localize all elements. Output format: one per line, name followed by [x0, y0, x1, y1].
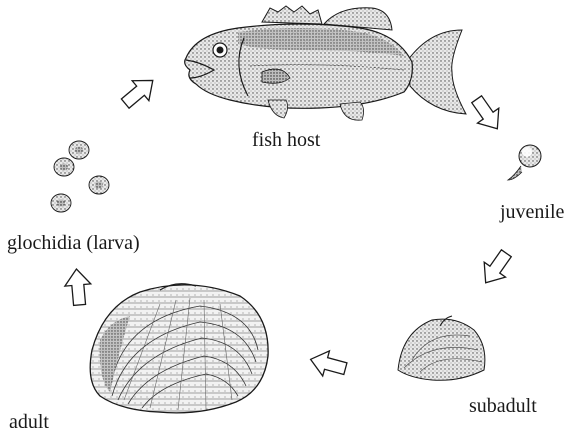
glochidium-2: [69, 141, 89, 159]
arrow-glochidia-to-fish: [117, 70, 161, 113]
glochidia-label: glochidia (larva): [7, 232, 140, 254]
subadult-label: subadult: [469, 395, 537, 417]
arrow-adult-to-glochidia: [63, 268, 92, 306]
fish-host-illustration: [185, 6, 466, 120]
fish-host-label: fish host: [252, 129, 321, 151]
glochidium-3: [89, 176, 109, 194]
glochidium-1: [54, 158, 74, 176]
arrow-fish-to-juvenile: [466, 92, 508, 136]
glochidium-4: [51, 194, 71, 212]
arrow-subadult-to-adult: [307, 347, 349, 381]
arrow-juvenile-to-subadult: [475, 246, 517, 290]
juvenile-illustration: [508, 145, 541, 180]
juvenile-label: juvenile: [499, 201, 565, 223]
glochidia-illustration: [51, 141, 109, 212]
adult-label: adult: [9, 411, 49, 433]
adult-illustration: [90, 284, 268, 413]
subadult-illustration: [398, 316, 485, 380]
